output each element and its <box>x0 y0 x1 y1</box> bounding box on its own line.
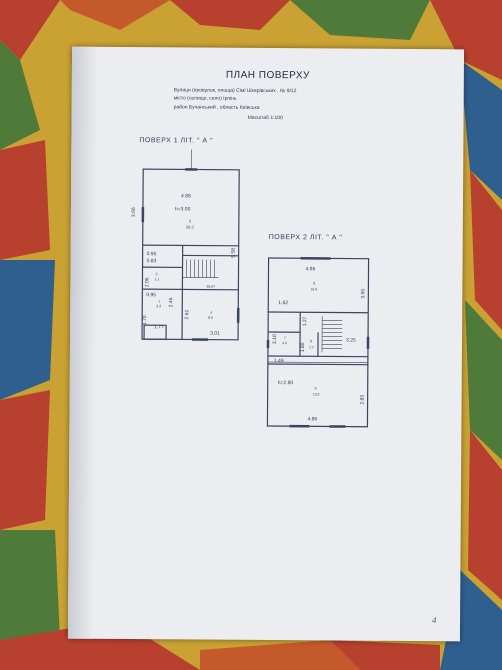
f1-d246: 2.46 <box>168 297 174 307</box>
f1-left-big: 3.66 <box>131 207 137 217</box>
f2-room6-area: 16.6 <box>310 287 317 291</box>
f2-room9-num: 9 <box>315 386 317 390</box>
f1-room1-area: 3.3 <box>156 304 161 308</box>
f2-height: h=2.80 <box>278 380 294 386</box>
f1-room4-num: 4 <box>210 311 212 315</box>
f1-room2-area: 26.3 <box>186 224 195 229</box>
f1-room1-num: 1 <box>158 299 160 303</box>
floor2-header: ПОВЕРХ 2 ЛІТ. " А " <box>268 234 343 242</box>
f2-bottom-width: 4.86 <box>307 416 317 422</box>
f2-d325: 3.25 <box>346 338 356 344</box>
district-line: район Бучанський , область Київська <box>173 104 260 111</box>
f2-d365: 3.65 <box>360 289 366 299</box>
f2-d149: 1.49 <box>274 358 284 364</box>
f1-right-big: 5.58 <box>231 248 237 258</box>
f1-d301: 3.01 <box>210 331 220 337</box>
address-line: Вулиця (провулок, площа) Сімї Шкарівськи… <box>173 87 297 95</box>
f2-d162: 1.62 <box>278 300 288 306</box>
f2-room8-num: 8 <box>310 339 312 343</box>
f1-d206: 2.06 <box>144 277 150 287</box>
f2-top-width: 4.86 <box>306 266 316 272</box>
city-line: місто (селище, село) Ірпінь <box>173 95 237 102</box>
f2-room8-area: 1.7 <box>309 345 314 349</box>
f2-room9-area: 13.0 <box>313 392 320 396</box>
f1-room2-num: 2 <box>189 218 192 223</box>
f2-d283: 2.83 <box>360 395 366 405</box>
floor2-stairs <box>321 316 343 353</box>
floor1-header: ПОВЕРХ 1 ЛІТ. " А " <box>139 137 214 145</box>
page-number: 4 <box>432 615 437 626</box>
floor1-stairs <box>182 259 219 278</box>
f1-d177: 1.77 <box>154 324 164 330</box>
f2-room7-area: 4.6 <box>282 341 287 345</box>
f1-d261: 2.61 <box>184 309 190 319</box>
f1-d083: 0.83 <box>147 258 157 264</box>
f1-room3-num: 3 <box>155 272 157 276</box>
f2-room7-num: 7 <box>284 336 286 340</box>
floor2-plan: 4.86 6 16.6 1.62 3.65 1.27 3.10 7 4.6 1.… <box>266 256 370 428</box>
f2-d310: 3.10 <box>272 334 278 344</box>
f1-height: h=3.00 <box>175 206 191 212</box>
f1-d095b: 0.95 <box>146 292 156 298</box>
f2-d180: 1.80 <box>300 342 306 352</box>
document-page: ПЛАН ПОВЕРХУ Вулиця (провулок, площа) Сі… <box>67 46 465 642</box>
scale-line: Масштаб 1:100 <box>247 114 283 122</box>
f1-top-width: 4.88 <box>181 193 191 199</box>
f1-d095a: 0.95 <box>147 251 157 257</box>
f1-d170: 1.70 <box>142 315 148 325</box>
f2-room6-num: 6 <box>313 281 315 285</box>
floor1-plan: 4.88 h=3.00 2 26.3 3.66 5.58 0.95 0.83 3… <box>131 149 240 341</box>
f1-room3-area: 1.1 <box>154 277 159 281</box>
f1-stair-a: 36.67 <box>206 285 215 289</box>
page-fold-shadow <box>67 46 99 639</box>
f1-room4-area: 8.5 <box>208 316 213 320</box>
f2-d127: 1.27 <box>302 316 308 326</box>
page-title: ПЛАН ПОВЕРХУ <box>225 69 310 82</box>
